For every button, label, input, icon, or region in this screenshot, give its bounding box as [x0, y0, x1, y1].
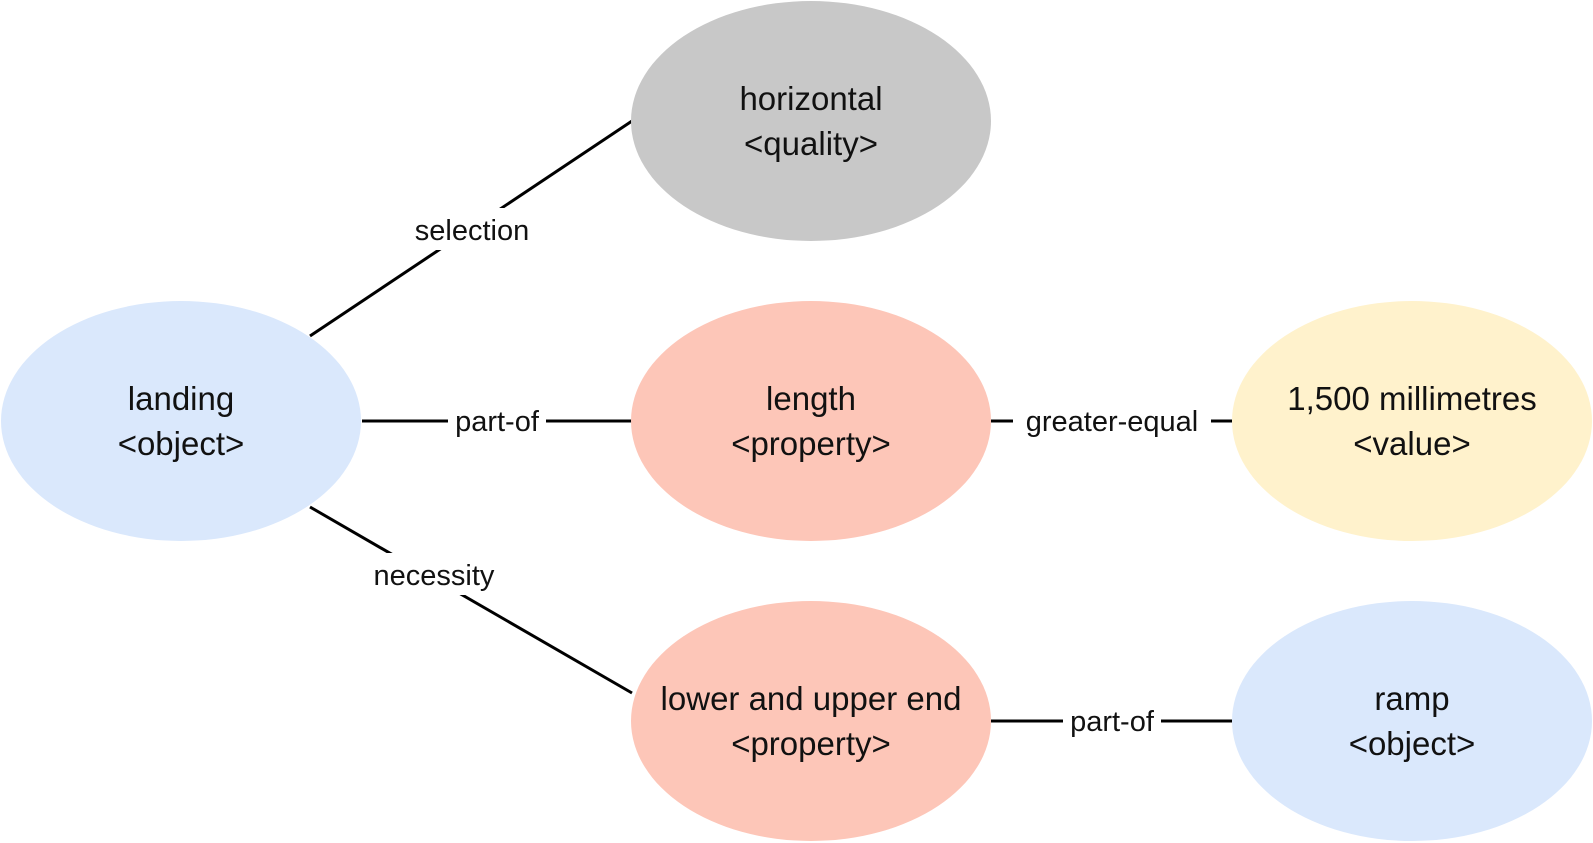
edge-label-selection: selection [415, 215, 529, 247]
node-length-type: <property> [731, 425, 891, 462]
node-ramp-type: <object> [1349, 725, 1476, 762]
node-ramp: ramp <object> [1232, 601, 1592, 841]
node-ramp-shape [1232, 601, 1592, 841]
node-landing: landing <object> [1, 301, 361, 541]
node-horizontal-type: <quality> [744, 125, 878, 162]
node-ends-type: <property> [731, 725, 891, 762]
edge-landing-horizontal: selection [309, 119, 633, 338]
node-length-shape [631, 301, 991, 541]
node-horizontal-shape [631, 1, 991, 241]
edge-label-necessity: necessity [374, 560, 495, 592]
node-ramp-name: ramp [1374, 680, 1449, 717]
node-length-name: length [766, 380, 856, 417]
edge-length-value: greater-equal [991, 402, 1232, 440]
node-value: 1,500 millimetres <value> [1232, 301, 1592, 541]
edge-landing-length: part-of [362, 402, 632, 440]
node-horizontal: horizontal <quality> [631, 1, 991, 241]
node-value-shape [1232, 301, 1592, 541]
edge-label-part-of: part-of [455, 406, 540, 438]
node-landing-shape [1, 301, 361, 541]
edge-ends-ramp: part-of [991, 702, 1232, 740]
node-ends-name: lower and upper end [661, 680, 962, 717]
node-ends-shape [631, 601, 991, 841]
edge-label-part-of: part-of [1070, 706, 1155, 738]
node-length: length <property> [631, 301, 991, 541]
node-value-type: <value> [1353, 425, 1470, 462]
edge-landing-ends: necessity [309, 505, 633, 695]
node-horizontal-name: horizontal [739, 80, 882, 117]
node-landing-name: landing [128, 380, 234, 417]
node-landing-type: <object> [118, 425, 245, 462]
node-ends: lower and upper end <property> [631, 601, 991, 841]
edge-label-greater-equal: greater-equal [1026, 406, 1199, 438]
node-value-name: 1,500 millimetres [1287, 380, 1536, 417]
